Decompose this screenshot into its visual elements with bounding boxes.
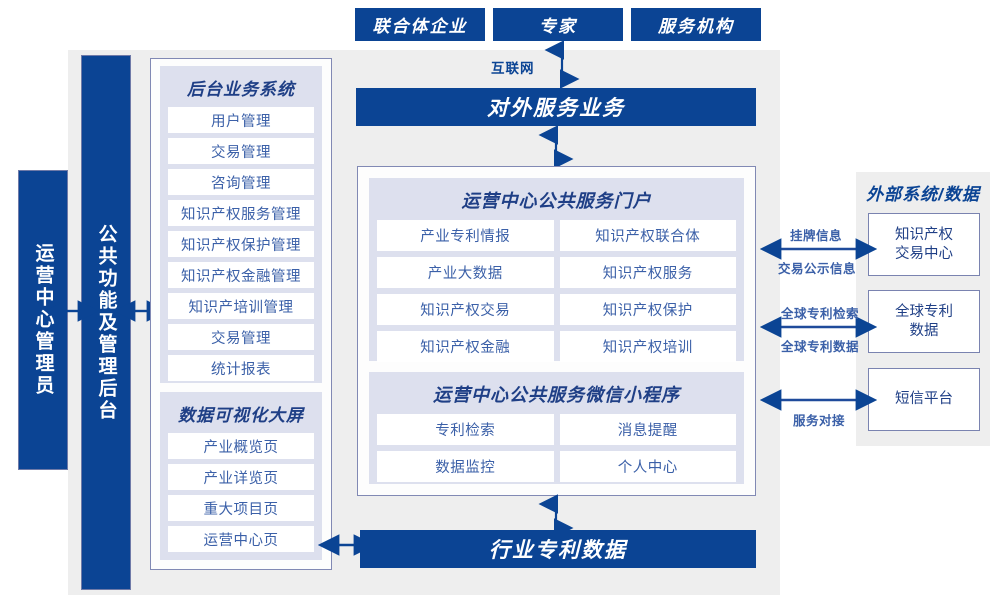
backoffice-group: 后台业务系统 用户管理 交易管理 咨询管理 知识产权服务管理 知识产权保护管理 … <box>160 66 322 383</box>
dataviz-item[interactable]: 产业概览页 <box>168 433 314 459</box>
miniprogram-item[interactable]: 专利检索 <box>377 414 554 445</box>
common-to-backoffice-arrow <box>113 300 169 322</box>
portal-item[interactable]: 产业专利情报 <box>377 220 554 251</box>
backoffice-item[interactable]: 知识产权服务管理 <box>168 200 314 226</box>
portal-item[interactable]: 知识产权交易 <box>377 294 554 325</box>
backoffice-to-industrydata-arrow <box>317 534 376 556</box>
miniprogram-group: 运营中心公共服务微信小程序 专利检索 消息提醒 数据监控 个人中心 <box>369 372 744 484</box>
role-bar-common-functions[interactable]: 公共功能及管理后台 <box>81 55 131 590</box>
portal-to-industrydata-arrow <box>538 494 574 538</box>
admin-to-common-arrow <box>44 300 100 322</box>
external-box-sms-platform[interactable]: 短信平台 <box>868 368 980 431</box>
dataviz-item[interactable]: 重大项目页 <box>168 495 314 521</box>
miniprogram-item[interactable]: 个人中心 <box>559 451 736 482</box>
portal-item[interactable]: 知识产权金融 <box>377 331 554 362</box>
role-bar-operations-admin[interactable]: 运营中心管理员 <box>18 170 68 470</box>
backoffice-item[interactable]: 交易管理 <box>168 138 314 164</box>
connector-label-global-patent-data: 全球专利数据 <box>781 340 860 354</box>
miniprogram-item[interactable]: 消息提醒 <box>559 414 736 445</box>
actor-box-service-org[interactable]: 服务机构 <box>631 8 761 41</box>
actor-box-consortium[interactable]: 联合体企业 <box>355 8 485 41</box>
backoffice-item[interactable]: 咨询管理 <box>168 169 314 195</box>
portal-grid: 产业专利情报 知识产权联合体 产业大数据 知识产权服务 知识产权交易 知识产权保… <box>377 220 736 362</box>
backoffice-title: 后台业务系统 <box>187 80 295 99</box>
dataviz-group: 数据可视化大屏 产业概览页 产业详览页 重大项目页 运营中心页 <box>160 392 322 560</box>
backoffice-item[interactable]: 统计报表 <box>168 355 314 381</box>
external-arrow-sms <box>759 389 878 411</box>
external-arrow-global-patent <box>759 316 878 338</box>
backoffice-item[interactable]: 知识产权金融管理 <box>168 262 314 288</box>
actor-label: 联合体企业 <box>372 17 468 36</box>
connector-label-global-patent-search: 全球专利检索 <box>781 307 860 321</box>
miniprogram-grid: 专利检索 消息提醒 数据监控 个人中心 <box>377 414 736 482</box>
external-box-global-patent-data[interactable]: 全球专利 数据 <box>868 290 980 353</box>
external-box-label: 知识产权 交易中心 <box>895 226 953 262</box>
portal-item[interactable]: 知识产权培训 <box>559 331 736 362</box>
connector-label-listing-info: 挂牌信息 <box>790 229 843 243</box>
industry-data-bar[interactable]: 行业专利数据 <box>360 530 756 568</box>
industry-data-label: 行业专利数据 <box>489 539 627 562</box>
internet-arrow <box>544 40 580 89</box>
backoffice-item[interactable]: 知识产培训管理 <box>168 293 314 319</box>
external-systems-title: 外部系统/数据 <box>866 185 980 204</box>
portal-item[interactable]: 产业大数据 <box>377 257 554 288</box>
external-arrow-ip-trading <box>759 238 878 260</box>
portal-title: 运营中心公共服务门户 <box>461 191 652 211</box>
connector-label-trade-announcement: 交易公示信息 <box>778 262 857 276</box>
actor-box-expert[interactable]: 专家 <box>493 8 623 41</box>
dataviz-title: 数据可视化大屏 <box>178 406 304 425</box>
external-box-label: 全球专利 数据 <box>895 303 953 339</box>
connector-label-service-docking: 服务对接 <box>793 414 846 428</box>
internet-label: 互联网 <box>491 61 535 76</box>
backoffice-item[interactable]: 交易管理 <box>168 324 314 350</box>
actor-label: 服务机构 <box>658 17 734 36</box>
portal-item[interactable]: 知识产权服务 <box>559 257 736 288</box>
actor-label: 专家 <box>539 17 577 36</box>
external-service-bar[interactable]: 对外服务业务 <box>356 88 756 126</box>
dataviz-item[interactable]: 运营中心页 <box>168 526 314 552</box>
role-label: 公共功能及管理后台 <box>95 223 117 422</box>
service-portal-arrow <box>538 125 574 169</box>
external-box-ip-trading-center[interactable]: 知识产权 交易中心 <box>868 213 980 276</box>
portal-group: 运营中心公共服务门户 产业专利情报 知识产权联合体 产业大数据 知识产权服务 知… <box>369 178 744 362</box>
dataviz-item[interactable]: 产业详览页 <box>168 464 314 490</box>
external-box-label: 短信平台 <box>895 391 953 407</box>
miniprogram-title: 运营中心公共服务微信小程序 <box>433 385 680 405</box>
role-label: 运营中心管理员 <box>32 243 54 397</box>
miniprogram-item[interactable]: 数据监控 <box>377 451 554 482</box>
backoffice-item[interactable]: 知识产权保护管理 <box>168 231 314 257</box>
portal-item[interactable]: 知识产权联合体 <box>559 220 736 251</box>
backoffice-item[interactable]: 用户管理 <box>168 107 314 133</box>
external-service-label: 对外服务业务 <box>487 97 625 120</box>
portal-item[interactable]: 知识产权保护 <box>559 294 736 325</box>
